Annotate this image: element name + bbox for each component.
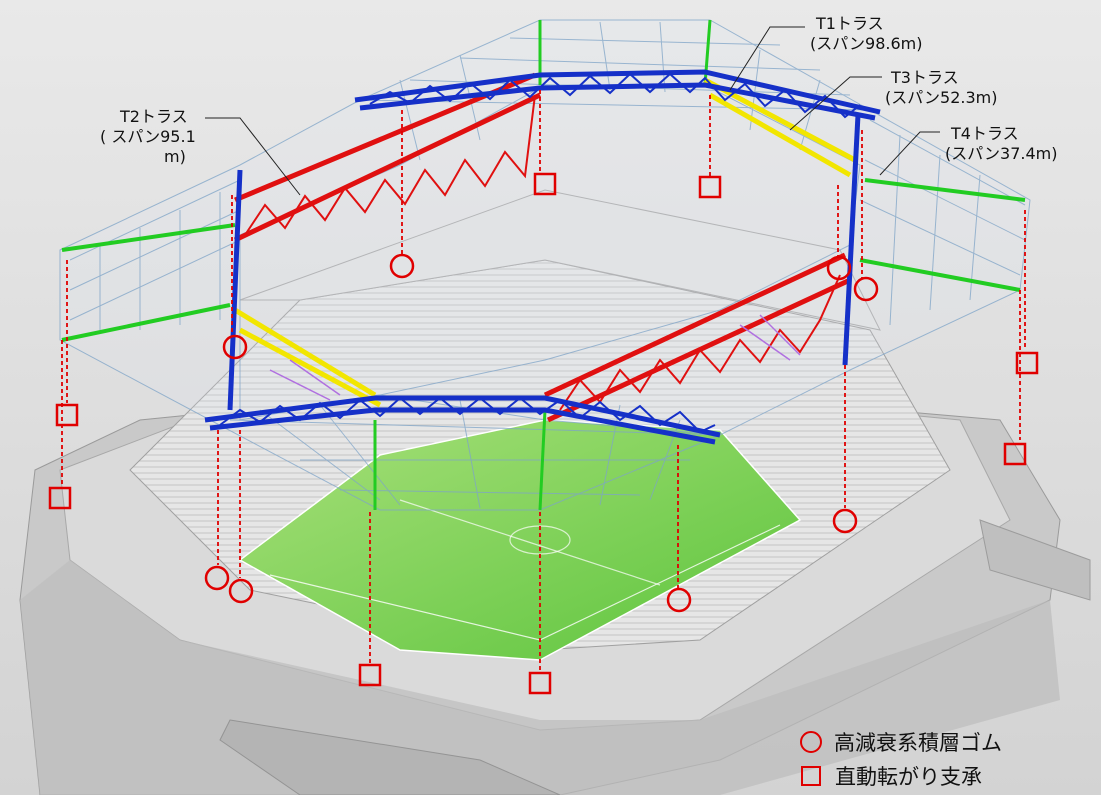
t1-span: (スパン98.6m) xyxy=(810,34,923,53)
bearing-drop-lines xyxy=(61,90,1026,672)
slider-bearing-square xyxy=(533,172,557,196)
stadium-structure xyxy=(19,189,1091,795)
t3-span: (スパン52.3m) xyxy=(885,88,998,107)
circle-marker-icon xyxy=(800,731,822,753)
slider-bearing-square xyxy=(698,175,722,199)
rubber-bearing-circle xyxy=(389,253,415,279)
t3-label: T3トラス (スパン52.3m) xyxy=(885,68,998,108)
t2-name: T2トラス xyxy=(120,107,188,126)
slider-bearing-square xyxy=(48,486,72,510)
rubber-bearing-markers xyxy=(204,253,879,613)
legend-rubber: 高減衰系積層ゴム xyxy=(800,727,1002,757)
rubber-bearing-circle xyxy=(826,255,852,281)
slider-bearing-markers xyxy=(48,172,1039,695)
t4-name: T4トラス xyxy=(951,124,1019,143)
truss-t3 xyxy=(233,77,857,408)
legend-slider-label: 直動転がり支承 xyxy=(835,765,982,789)
truss-t1 xyxy=(204,69,881,445)
square-marker-icon xyxy=(801,766,821,786)
legend-slider: 直動転がり支承 xyxy=(801,761,982,791)
slider-bearing-square xyxy=(1015,351,1039,375)
t2-span: ( スパン95.1 xyxy=(100,127,196,146)
legend-rubber-label: 高減衰系積層ゴム xyxy=(834,731,1002,755)
rubber-bearing-circle xyxy=(228,578,254,604)
slider-bearing-square xyxy=(528,671,552,695)
purple-braces xyxy=(269,314,801,401)
t2-label: T2トラス ( スパン95.1 m) xyxy=(100,107,196,167)
t1-name: T1トラス xyxy=(816,14,884,33)
truss-t4 xyxy=(61,19,1026,511)
label-leaders xyxy=(205,26,940,196)
rubber-bearing-circle xyxy=(666,587,692,613)
rubber-bearing-circle xyxy=(853,276,879,302)
slider-bearing-square xyxy=(358,663,382,687)
t3-name: T3トラス xyxy=(891,68,959,87)
slider-bearing-square xyxy=(1003,442,1027,466)
rubber-bearing-circle xyxy=(222,334,248,360)
slider-bearing-square xyxy=(55,403,79,427)
t4-label: T4トラス (スパン37.4m) xyxy=(945,124,1058,164)
rubber-bearing-circle xyxy=(204,565,230,591)
t1-label: T1トラス (スパン98.6m) xyxy=(810,14,923,54)
t4-span: (スパン37.4m) xyxy=(945,144,1058,163)
t2-span-unit: m) xyxy=(164,147,186,166)
rubber-bearing-circle xyxy=(832,508,858,534)
